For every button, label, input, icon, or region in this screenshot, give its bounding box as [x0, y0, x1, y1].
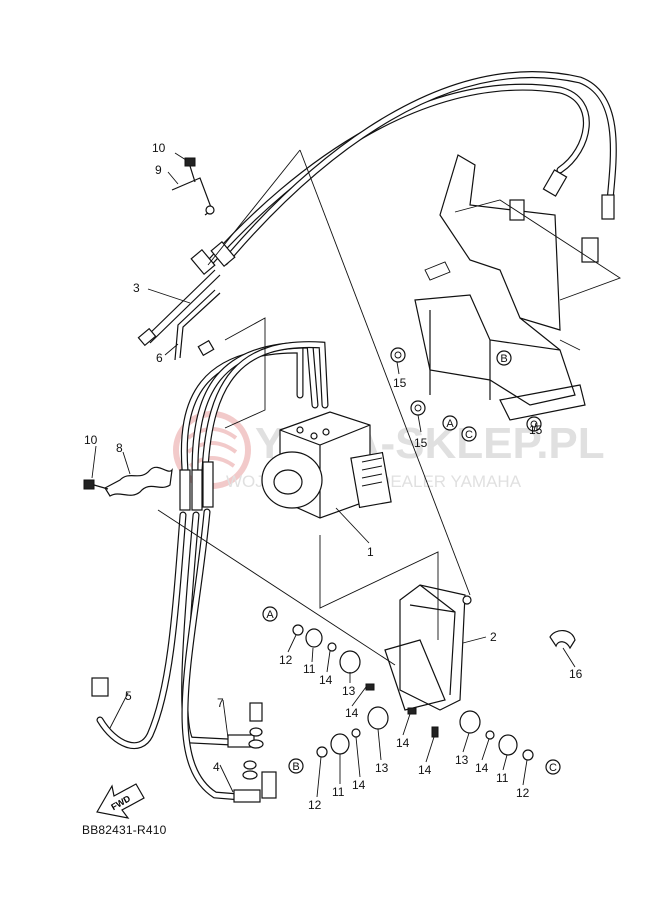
- callout-10-upper: 10: [152, 141, 166, 155]
- callout-7: 7: [217, 696, 224, 710]
- callout-11-c: 11: [496, 771, 509, 785]
- svg-text:C: C: [465, 429, 473, 441]
- abs-unit-1: [261, 411, 392, 519]
- bolt-4: [242, 760, 258, 780]
- svg-text:B: B: [500, 353, 507, 365]
- ref-mark-a-lower: A: [262, 606, 278, 622]
- leader-lines: [91, 152, 576, 798]
- callout-8: 8: [116, 441, 123, 455]
- callout-2: 2: [490, 630, 497, 644]
- svg-text:B: B: [292, 761, 299, 773]
- callout-13-a: 13: [342, 684, 356, 698]
- frame-bracket-assembly: [414, 154, 599, 421]
- ref-mark-c-upper: C: [461, 426, 477, 442]
- diagram-code: BB82431-R410: [82, 823, 167, 837]
- callout-6: 6: [156, 351, 163, 365]
- abs-mount-bracket-2: [384, 584, 472, 711]
- svg-text:C: C: [549, 762, 557, 774]
- brake-pipe-3: [137, 240, 236, 347]
- ref-mark-b-upper: B: [496, 350, 512, 366]
- callout-1: 1: [367, 545, 374, 559]
- bolt-10-lower: [83, 479, 109, 490]
- bolt-7: [248, 702, 264, 749]
- abs-front-hoses: [91, 341, 329, 803]
- ref-mark-a-upper: A: [442, 415, 458, 431]
- callout-15-a: 15: [393, 376, 407, 390]
- callout-14-b: 14: [345, 706, 359, 720]
- reference-marks: B A C A B C: [262, 350, 561, 775]
- fwd-arrow-icon: FWD: [96, 783, 145, 819]
- callout-16: 16: [569, 667, 583, 681]
- ref-mark-c-lower: C: [545, 759, 561, 775]
- callout-14-a: 14: [319, 673, 333, 687]
- reference-lines: [157, 149, 621, 666]
- nut-15-b: [410, 400, 426, 416]
- callout-9: 9: [155, 163, 162, 177]
- bolt-10-upper: [184, 157, 196, 183]
- callout-4: 4: [213, 760, 220, 774]
- clamp-9: [171, 177, 215, 216]
- hose-guide-8: [104, 466, 173, 497]
- callout-15-c: 15: [529, 423, 543, 437]
- clip-16: [549, 630, 576, 650]
- callout-11-a: 11: [303, 662, 316, 676]
- callout-15-b: 15: [414, 436, 428, 450]
- callout-3: 3: [133, 281, 140, 295]
- callout-10-lower: 10: [84, 433, 98, 447]
- callout-12-c: 12: [516, 786, 530, 800]
- callout-14-d: 14: [352, 778, 366, 792]
- damper-set-lower: [316, 706, 534, 761]
- callout-14-f: 14: [475, 761, 489, 775]
- svg-text:A: A: [446, 418, 454, 430]
- upper-brake-hose: [201, 71, 617, 272]
- callout-5: 5: [125, 689, 132, 703]
- callout-13-b: 13: [375, 761, 389, 775]
- brake-pipe-6: [174, 289, 221, 361]
- callout-12-a: 12: [279, 653, 293, 667]
- callout-14-e: 14: [418, 763, 432, 777]
- ref-mark-b-lower: B: [288, 758, 304, 774]
- svg-text:A: A: [266, 609, 274, 621]
- callout-12-b: 12: [308, 798, 322, 812]
- callouts: 10 9 3 6 10 8 1 15 15 15 2 16 12 11 14 1…: [84, 141, 583, 812]
- callout-14-c: 14: [396, 736, 410, 750]
- callout-11-b: 11: [332, 785, 345, 799]
- nut-15-a: [390, 347, 406, 363]
- callout-13-c: 13: [455, 753, 469, 767]
- damper-set-upper: [292, 624, 375, 691]
